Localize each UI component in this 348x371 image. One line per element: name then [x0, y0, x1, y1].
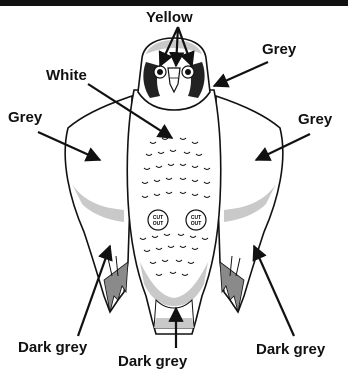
arrow-grey-head [214, 62, 268, 86]
label-darkgrey-right: Dark grey [256, 342, 325, 357]
label-grey-head: Grey [262, 42, 296, 57]
label-yellow: Yellow [146, 10, 193, 25]
right-wing [216, 96, 283, 312]
cutout-right-text-2: OUT [191, 221, 202, 227]
label-grey-left-wing: Grey [8, 110, 42, 125]
label-grey-right-wing: Grey [298, 112, 332, 127]
top-band [0, 0, 348, 6]
falcon-body: CUT OUT CUT OUT [127, 90, 221, 334]
label-darkgrey-left: Dark grey [18, 340, 87, 355]
label-white: White [46, 68, 87, 83]
arrow-darkgrey-right [254, 246, 294, 336]
falcon-head [138, 38, 210, 110]
cutout-left-text-2: OUT [153, 221, 164, 227]
label-darkgrey-center: Dark grey [118, 354, 187, 369]
